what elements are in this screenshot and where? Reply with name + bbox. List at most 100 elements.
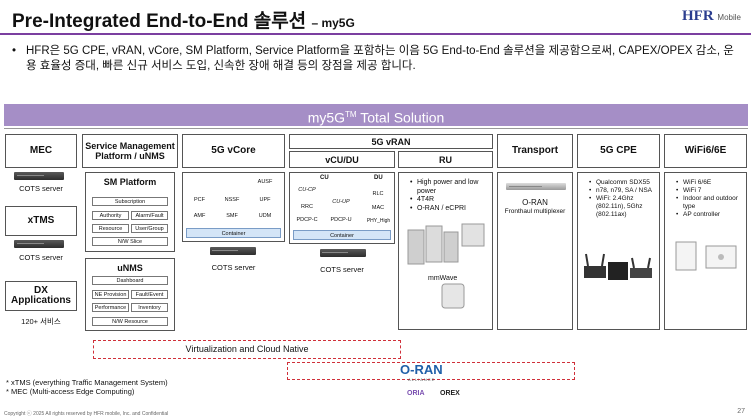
vran-pdcp-c: PDCP-C xyxy=(293,216,321,225)
transport-device-icon xyxy=(506,183,566,190)
vcore-pcf: PCF xyxy=(187,196,212,205)
wifi-bullets: WiFi 6/6E WiFi 7 Indoor and outdoor type… xyxy=(675,179,743,219)
solution-bar: my5GTM Total Solution xyxy=(4,104,748,126)
sm-resource: Resource xyxy=(92,224,129,233)
smu-header-label: Service Management Platform / uNMS xyxy=(85,141,175,161)
logo-brand: HFR xyxy=(682,8,714,24)
title-main: Pre-Integrated End-to-End 솔루션 xyxy=(12,11,307,32)
oran-alliance: ALLIANCE xyxy=(408,377,436,382)
ru-units-icon xyxy=(407,223,485,265)
vran-phy-high: PHY_High xyxy=(364,217,393,226)
sm-authority: Authority xyxy=(92,211,129,220)
cpe-bullet-2: n78, n79, SA / NSA xyxy=(589,187,656,195)
wifi-bullet-2: WiFi 7 xyxy=(676,187,743,195)
sm-user-group: User/Group xyxy=(131,224,168,233)
unms-performance: Performance xyxy=(92,303,129,312)
vran-rlc: RLC xyxy=(364,190,392,199)
vcu-du-label: vCU/DU xyxy=(325,154,359,165)
sm-subscription: Subscription xyxy=(92,197,168,206)
vran-header: 5G vRAN xyxy=(289,134,493,149)
ru-label: RU xyxy=(439,154,452,165)
intro-text: HFR은 5G CPE, vRAN, vCore, SM Platform, S… xyxy=(26,45,734,72)
vcore-smf: SMF xyxy=(218,212,246,221)
ru-bullet-2: 4T4R xyxy=(410,196,488,205)
vran-cu-cp: CU-CP xyxy=(293,186,321,195)
solution-suffix: Total Solution xyxy=(356,109,445,126)
vran-server-icon xyxy=(320,249,366,257)
oran-band xyxy=(287,362,575,380)
vcu-du-header: vCU/DU xyxy=(289,151,395,168)
orex-badge: OREX xyxy=(440,390,460,397)
unms-nw-resource: N/W Resource xyxy=(92,317,168,326)
mec-caption: COTS server xyxy=(19,184,63,193)
footnote-mec: * MEC (Multi-access Edge Computing) xyxy=(6,387,135,396)
ru-bullets: High power and low power 4T4R O-RAN / eC… xyxy=(409,179,488,213)
transport-panel xyxy=(497,172,573,330)
solution-tm: TM xyxy=(345,110,357,119)
vcore-upf: UPF xyxy=(250,196,280,205)
vcore-ausf: AUSF xyxy=(250,178,280,187)
vcore-nssf: NSSF xyxy=(218,196,246,205)
bar-divider xyxy=(4,128,748,129)
cu-label: CU xyxy=(320,175,329,181)
xtms-server-icon xyxy=(14,240,64,248)
transport-sub: Fronthaul multiplexer xyxy=(504,208,566,215)
dx-label: DX Applications xyxy=(10,285,71,306)
oran-logo: O-RAN xyxy=(400,362,443,377)
mmwave-label: mmWave xyxy=(428,275,458,282)
copyright: Copyright ⓒ 2025 All rights reserved by … xyxy=(4,411,169,417)
virtualization-band: Virtualization and Cloud Native xyxy=(93,340,401,359)
transport-header: Transport xyxy=(497,134,573,168)
vran-cu-up: CU-UP xyxy=(325,198,357,207)
wifi-bullet-1: WiFi 6/6E xyxy=(676,179,743,187)
vcore-udm: UDM xyxy=(250,212,280,221)
wifi-header: WiFi6/6E xyxy=(664,134,747,168)
mec-server-icon xyxy=(14,172,64,180)
vran-rrc: RRC xyxy=(293,203,321,212)
vran-pdcp-u: PDCP-U xyxy=(325,216,357,225)
wifi-header-label: WiFi6/6E xyxy=(684,145,727,156)
oria-badge: ORIA xyxy=(407,390,425,397)
title-suffix: – my5G xyxy=(311,16,355,30)
title-rule xyxy=(0,33,751,35)
mmwave-unit-icon xyxy=(441,283,465,309)
unms-fault-event: Fault/Event xyxy=(131,290,168,299)
footnotes: * xTMS (everything Traffic Management Sy… xyxy=(6,378,168,396)
ru-bullet-1: High power and low power xyxy=(410,179,488,196)
dx-box: DX Applications xyxy=(5,281,77,311)
unms-dashboard: Dashboard xyxy=(92,276,168,285)
wifi-bullet-3: Indoor and outdoor type xyxy=(676,195,743,211)
sm-nw-slice: N/W Slice xyxy=(92,237,168,246)
cpe-bullet-3: WiFi: 2.4Ghz (802.11n), 5Ghz (802.11ax) xyxy=(589,195,656,219)
vcore-container: Container xyxy=(186,228,281,238)
transport-name: O-RAN xyxy=(522,198,548,207)
smu-header: Service Management Platform / uNMS xyxy=(82,134,178,168)
cpe-header-label: 5G CPE xyxy=(600,145,637,156)
vran-header-label: 5G vRAN xyxy=(371,136,411,147)
cpe-routers-icon xyxy=(584,253,652,280)
xtms-caption: COTS server xyxy=(19,253,63,262)
vcore-amf: AMF xyxy=(187,212,212,221)
mec-label: MEC xyxy=(29,145,53,156)
cpe-header: 5G CPE xyxy=(577,134,660,168)
footnote-xtms: * xTMS (everything Traffic Management Sy… xyxy=(6,378,168,387)
xtms-label: xTMS xyxy=(27,215,55,226)
sm-alarm-fault: Alarm/Fault xyxy=(131,211,168,220)
vcore-server-icon xyxy=(210,247,256,255)
unms-inventory: Inventory xyxy=(131,303,168,312)
vcore-header: 5G vCore xyxy=(182,134,285,168)
vcore-header-label: 5G vCore xyxy=(211,145,256,156)
dx-caption: 120+ 서비스 xyxy=(21,317,61,326)
wifi-ap-icon xyxy=(675,241,737,271)
ru-bullet-3: O-RAN / eCPRI xyxy=(410,205,488,214)
oran-logo-text: O-RAN xyxy=(400,362,443,377)
bullet-dot-icon: • xyxy=(12,45,17,57)
du-label: DU xyxy=(374,175,383,181)
vran-mac: MAC xyxy=(364,204,392,213)
cpe-bullet-1: Qualcomm SDX55 xyxy=(589,179,656,187)
mec-box: MEC xyxy=(5,134,77,168)
vran-caption: COTS server xyxy=(320,265,364,274)
ru-header: RU xyxy=(398,151,493,168)
hfr-logo: HFR Mobile xyxy=(682,8,741,25)
unms-title: uNMS xyxy=(117,263,143,273)
